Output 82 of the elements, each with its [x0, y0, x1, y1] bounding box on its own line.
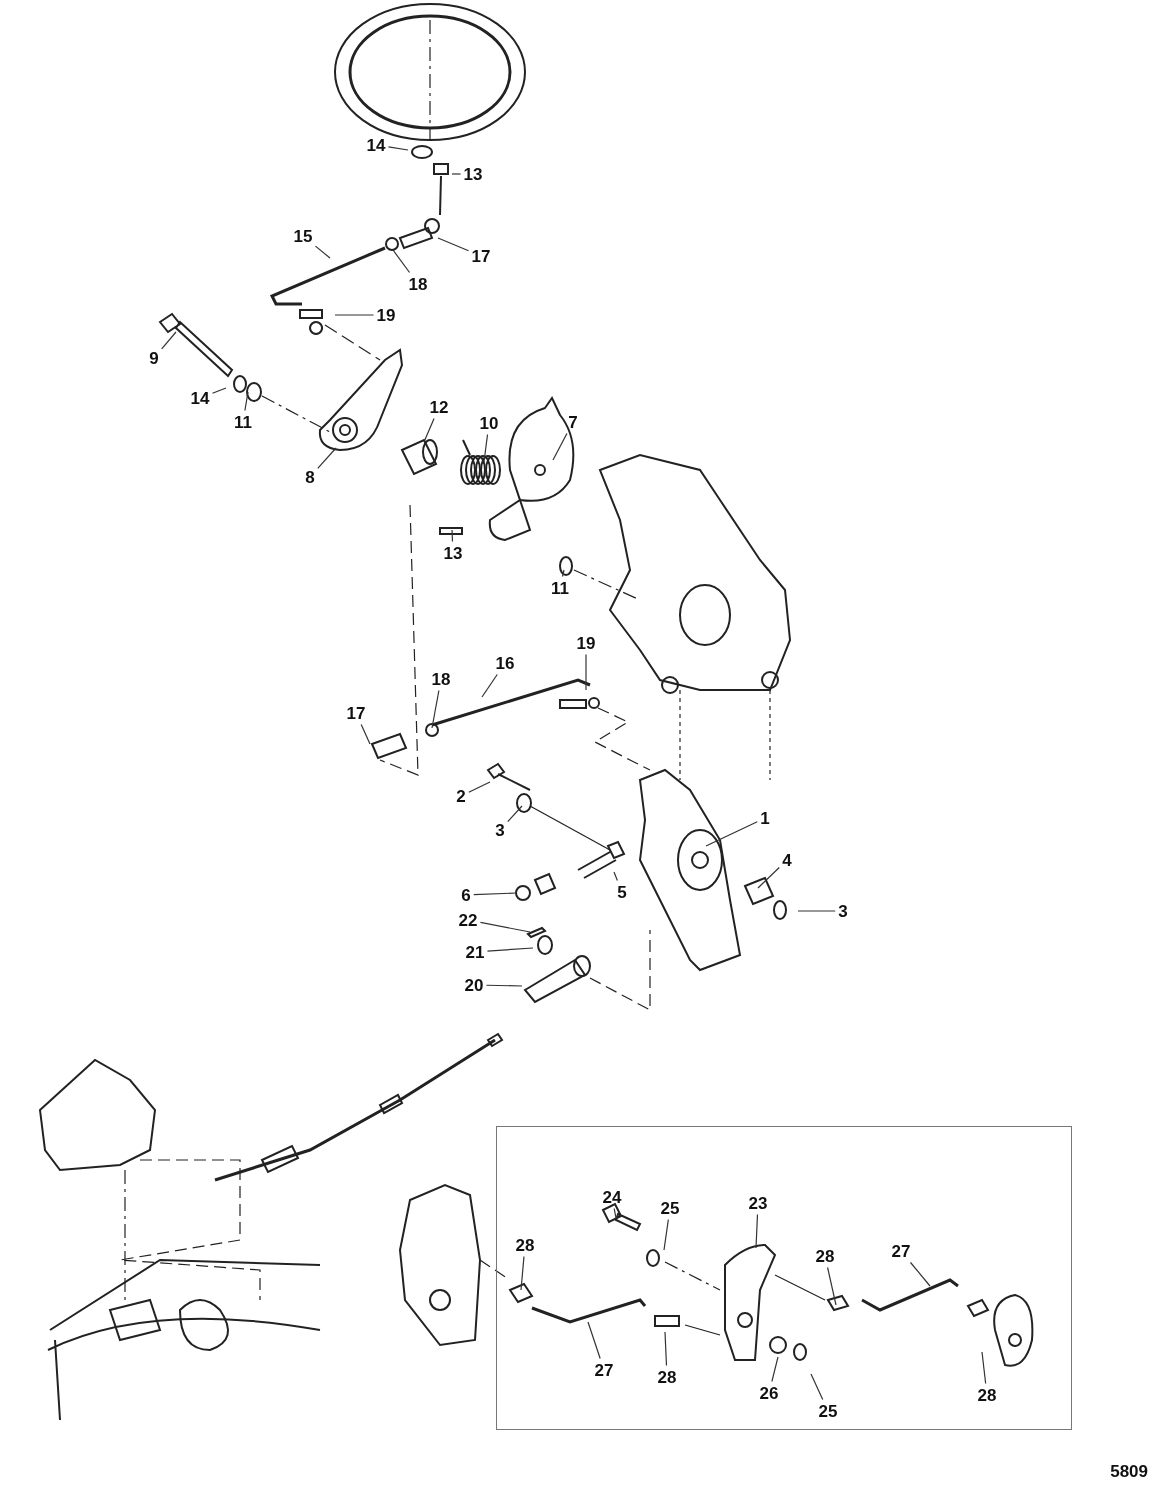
leader-line	[981, 1351, 987, 1385]
leader-line	[909, 1261, 931, 1287]
callout-number: 1	[759, 808, 771, 828]
leader-line	[481, 673, 498, 698]
callout-number: 12	[428, 397, 450, 417]
callout-number: 20	[463, 975, 485, 995]
leader-line	[360, 723, 371, 745]
leader-line	[479, 921, 531, 933]
leader-line	[485, 984, 523, 987]
callout-number: 18	[430, 669, 452, 689]
callout-number: 2	[455, 786, 467, 806]
callout-number: 13	[462, 164, 484, 184]
callout-number: 24	[601, 1187, 623, 1207]
leader-line	[314, 245, 331, 259]
callout-number: 5	[616, 882, 628, 902]
leader-line	[613, 871, 618, 882]
leader-line	[317, 447, 337, 469]
leader-line	[561, 569, 565, 578]
callout-number: 17	[470, 246, 492, 266]
leader-line	[663, 1218, 669, 1251]
callout-number: 28	[656, 1367, 678, 1387]
callout-number: 27	[593, 1360, 615, 1380]
callout-number: 15	[292, 226, 314, 246]
leader-line	[827, 1266, 837, 1306]
leader-line	[520, 1255, 525, 1291]
leader-line	[392, 249, 411, 274]
leader-line	[757, 866, 780, 889]
callout-number: 7	[567, 412, 579, 432]
leader-line	[468, 781, 491, 793]
leader-line	[334, 314, 375, 316]
leader-line	[244, 391, 249, 412]
leader-line	[451, 173, 462, 175]
callout-number: 13	[442, 543, 464, 563]
callout-number: 22	[457, 910, 479, 930]
callout-number: 26	[758, 1383, 780, 1403]
leader-line	[387, 146, 409, 151]
callout-number: 9	[148, 348, 160, 368]
callout-number: 19	[575, 633, 597, 653]
leader-line	[810, 1373, 824, 1401]
callout-number: 14	[365, 135, 387, 155]
leader-line	[486, 947, 534, 952]
callout-number: 27	[890, 1241, 912, 1261]
callout-number: 28	[514, 1235, 536, 1255]
callout-number: 19	[375, 305, 397, 325]
callout-number: 25	[817, 1401, 839, 1421]
callout-number: 28	[976, 1385, 998, 1405]
callout-number: 11	[233, 412, 253, 432]
callout-number: 21	[464, 942, 486, 962]
figure-number: 5809	[1110, 1462, 1148, 1482]
leader-line	[483, 433, 489, 463]
leader-line	[507, 805, 523, 823]
callout-number: 3	[494, 820, 506, 840]
callout-number: 25	[659, 1198, 681, 1218]
leader-line	[473, 892, 517, 896]
callout-number: 10	[478, 413, 500, 433]
callout-number: 8	[304, 467, 316, 487]
leader-line	[664, 1331, 668, 1367]
leader-line	[161, 331, 177, 350]
leader-line	[423, 417, 435, 443]
callout-number: 6	[460, 885, 472, 905]
callout-number: 18	[407, 274, 429, 294]
callout-number: 23	[747, 1193, 769, 1213]
callout-number: 16	[494, 653, 516, 673]
callout-number: 28	[814, 1246, 836, 1266]
callout-number: 3	[837, 901, 849, 921]
leader-line	[552, 432, 568, 461]
leader-line	[431, 689, 440, 729]
callout-number: 14	[189, 388, 211, 408]
leader-line	[451, 529, 454, 543]
leader-line	[771, 1356, 779, 1383]
leader-line	[585, 653, 587, 691]
callout-number: 4	[781, 850, 793, 870]
callout-number: 17	[345, 703, 367, 723]
leader-line	[613, 1207, 617, 1219]
leader-line	[211, 387, 227, 394]
leader-line	[705, 821, 758, 847]
callout-number: 11	[550, 578, 570, 598]
leader-line	[797, 910, 836, 912]
leader-line	[587, 1321, 601, 1360]
leader-line	[437, 237, 470, 252]
inset-frame	[496, 1126, 1072, 1430]
leader-line	[755, 1213, 759, 1249]
